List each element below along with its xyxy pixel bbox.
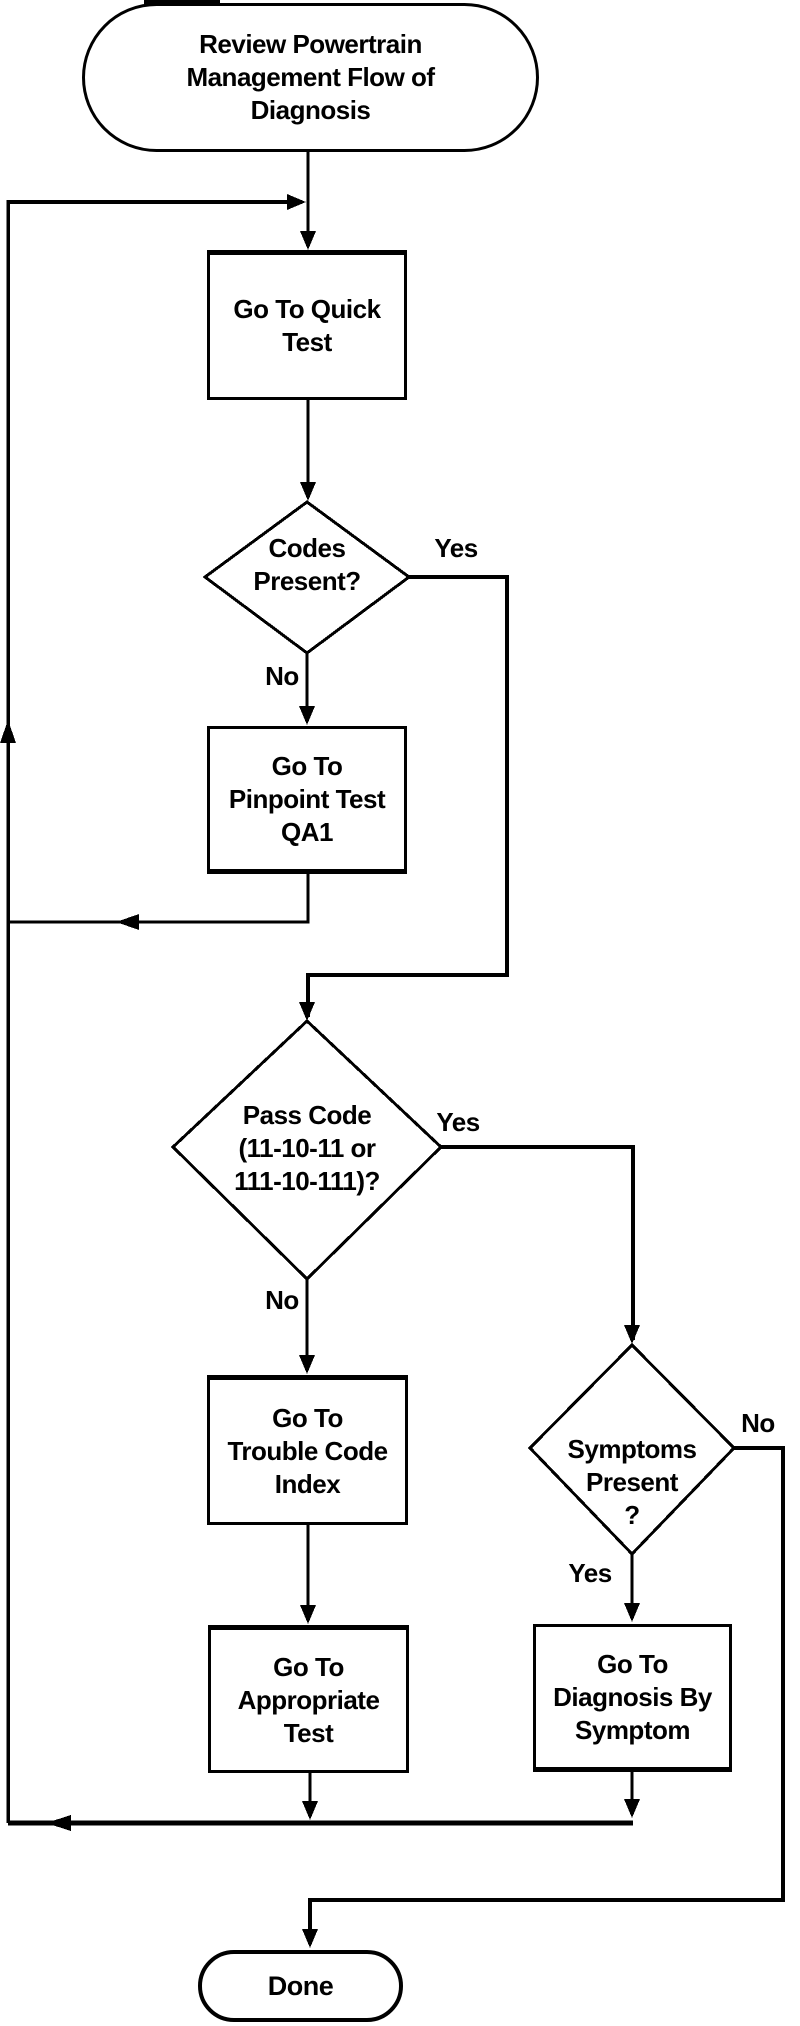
node-start: Review Powertrain Management Flow of Dia… (82, 3, 539, 152)
node-quick-test: Go To Quick Test (207, 250, 407, 400)
edge-pass-yes (441, 1145, 635, 1340)
node-done-label: Done (267, 1970, 334, 2001)
node-pinpoint-test: Go To Pinpoint Test QA1 (207, 726, 407, 874)
edge-label-pass-yes: Yes (436, 1106, 480, 1137)
arrowhead-bus-left (46, 1815, 71, 1831)
node-start-label: Review Powertrain Management Flow of Dia… (186, 29, 435, 125)
node-trouble-code-index-label: Go To Trouble Code Index (227, 1402, 388, 1499)
node-diagnosis-by-symptom: Go To Diagnosis By Symptom (533, 1624, 732, 1772)
edge-symptoms-no (308, 1446, 785, 1944)
arrowhead-appropriate-to-bus (302, 1801, 318, 1820)
arrowhead-into-quick-test (300, 231, 316, 250)
arrowhead-into-pass-code (299, 1002, 315, 1021)
arrowhead-into-trouble (299, 1355, 315, 1374)
edge-label-pass-no: No (265, 1284, 299, 1315)
node-symptoms-present-label: Symptoms Present ? (567, 1434, 697, 1530)
arrowhead-pinpoint-feedback-left (116, 914, 139, 930)
arrowhead-into-codes (300, 482, 316, 501)
node-diagnosis-by-symptom-label: Go To Diagnosis By Symptom (553, 1648, 712, 1745)
arrowhead-into-pinpoint (299, 706, 315, 725)
node-appropriate-test: Go To Appropriate Test (208, 1625, 409, 1773)
node-codes-present-label: Codes Present? (253, 533, 361, 596)
node-pass-code-label: Pass Code (11-10-11 or 111-10-111)? (234, 1099, 380, 1196)
node-appropriate-test-label: Go To Appropriate Test (237, 1651, 380, 1748)
arrowhead-loop-return-right (287, 194, 306, 210)
arrowhead-into-done (302, 1929, 318, 1948)
arrowhead-diagnosis-to-bus (624, 1799, 640, 1818)
edge-label-symptoms-yes: Yes (568, 1557, 612, 1588)
edge-codes-yes (306, 575, 509, 1017)
arrowhead-into-symptoms (624, 1325, 640, 1344)
decision-symptoms-present-shape (527, 1342, 737, 1557)
arrowhead-left-rail-up (0, 720, 16, 743)
edge-label-codes-yes: Yes (434, 532, 478, 563)
node-done: Done (198, 1950, 403, 2022)
node-quick-test-label: Go To Quick Test (233, 294, 381, 357)
arrowhead-into-diagnosis (624, 1603, 640, 1622)
decision-codes-present-shape (202, 500, 412, 655)
arrowhead-into-appropriate (300, 1605, 316, 1624)
edge-label-symptoms-no: No (741, 1407, 775, 1438)
node-pinpoint-test-label: Go To Pinpoint Test QA1 (228, 750, 386, 847)
edge-label-codes-no: No (265, 660, 299, 691)
decision-pass-code-shape (170, 1018, 444, 1282)
node-trouble-code-index: Go To Trouble Code Index (207, 1375, 408, 1525)
edge-pinpoint-feedback (9, 874, 310, 924)
